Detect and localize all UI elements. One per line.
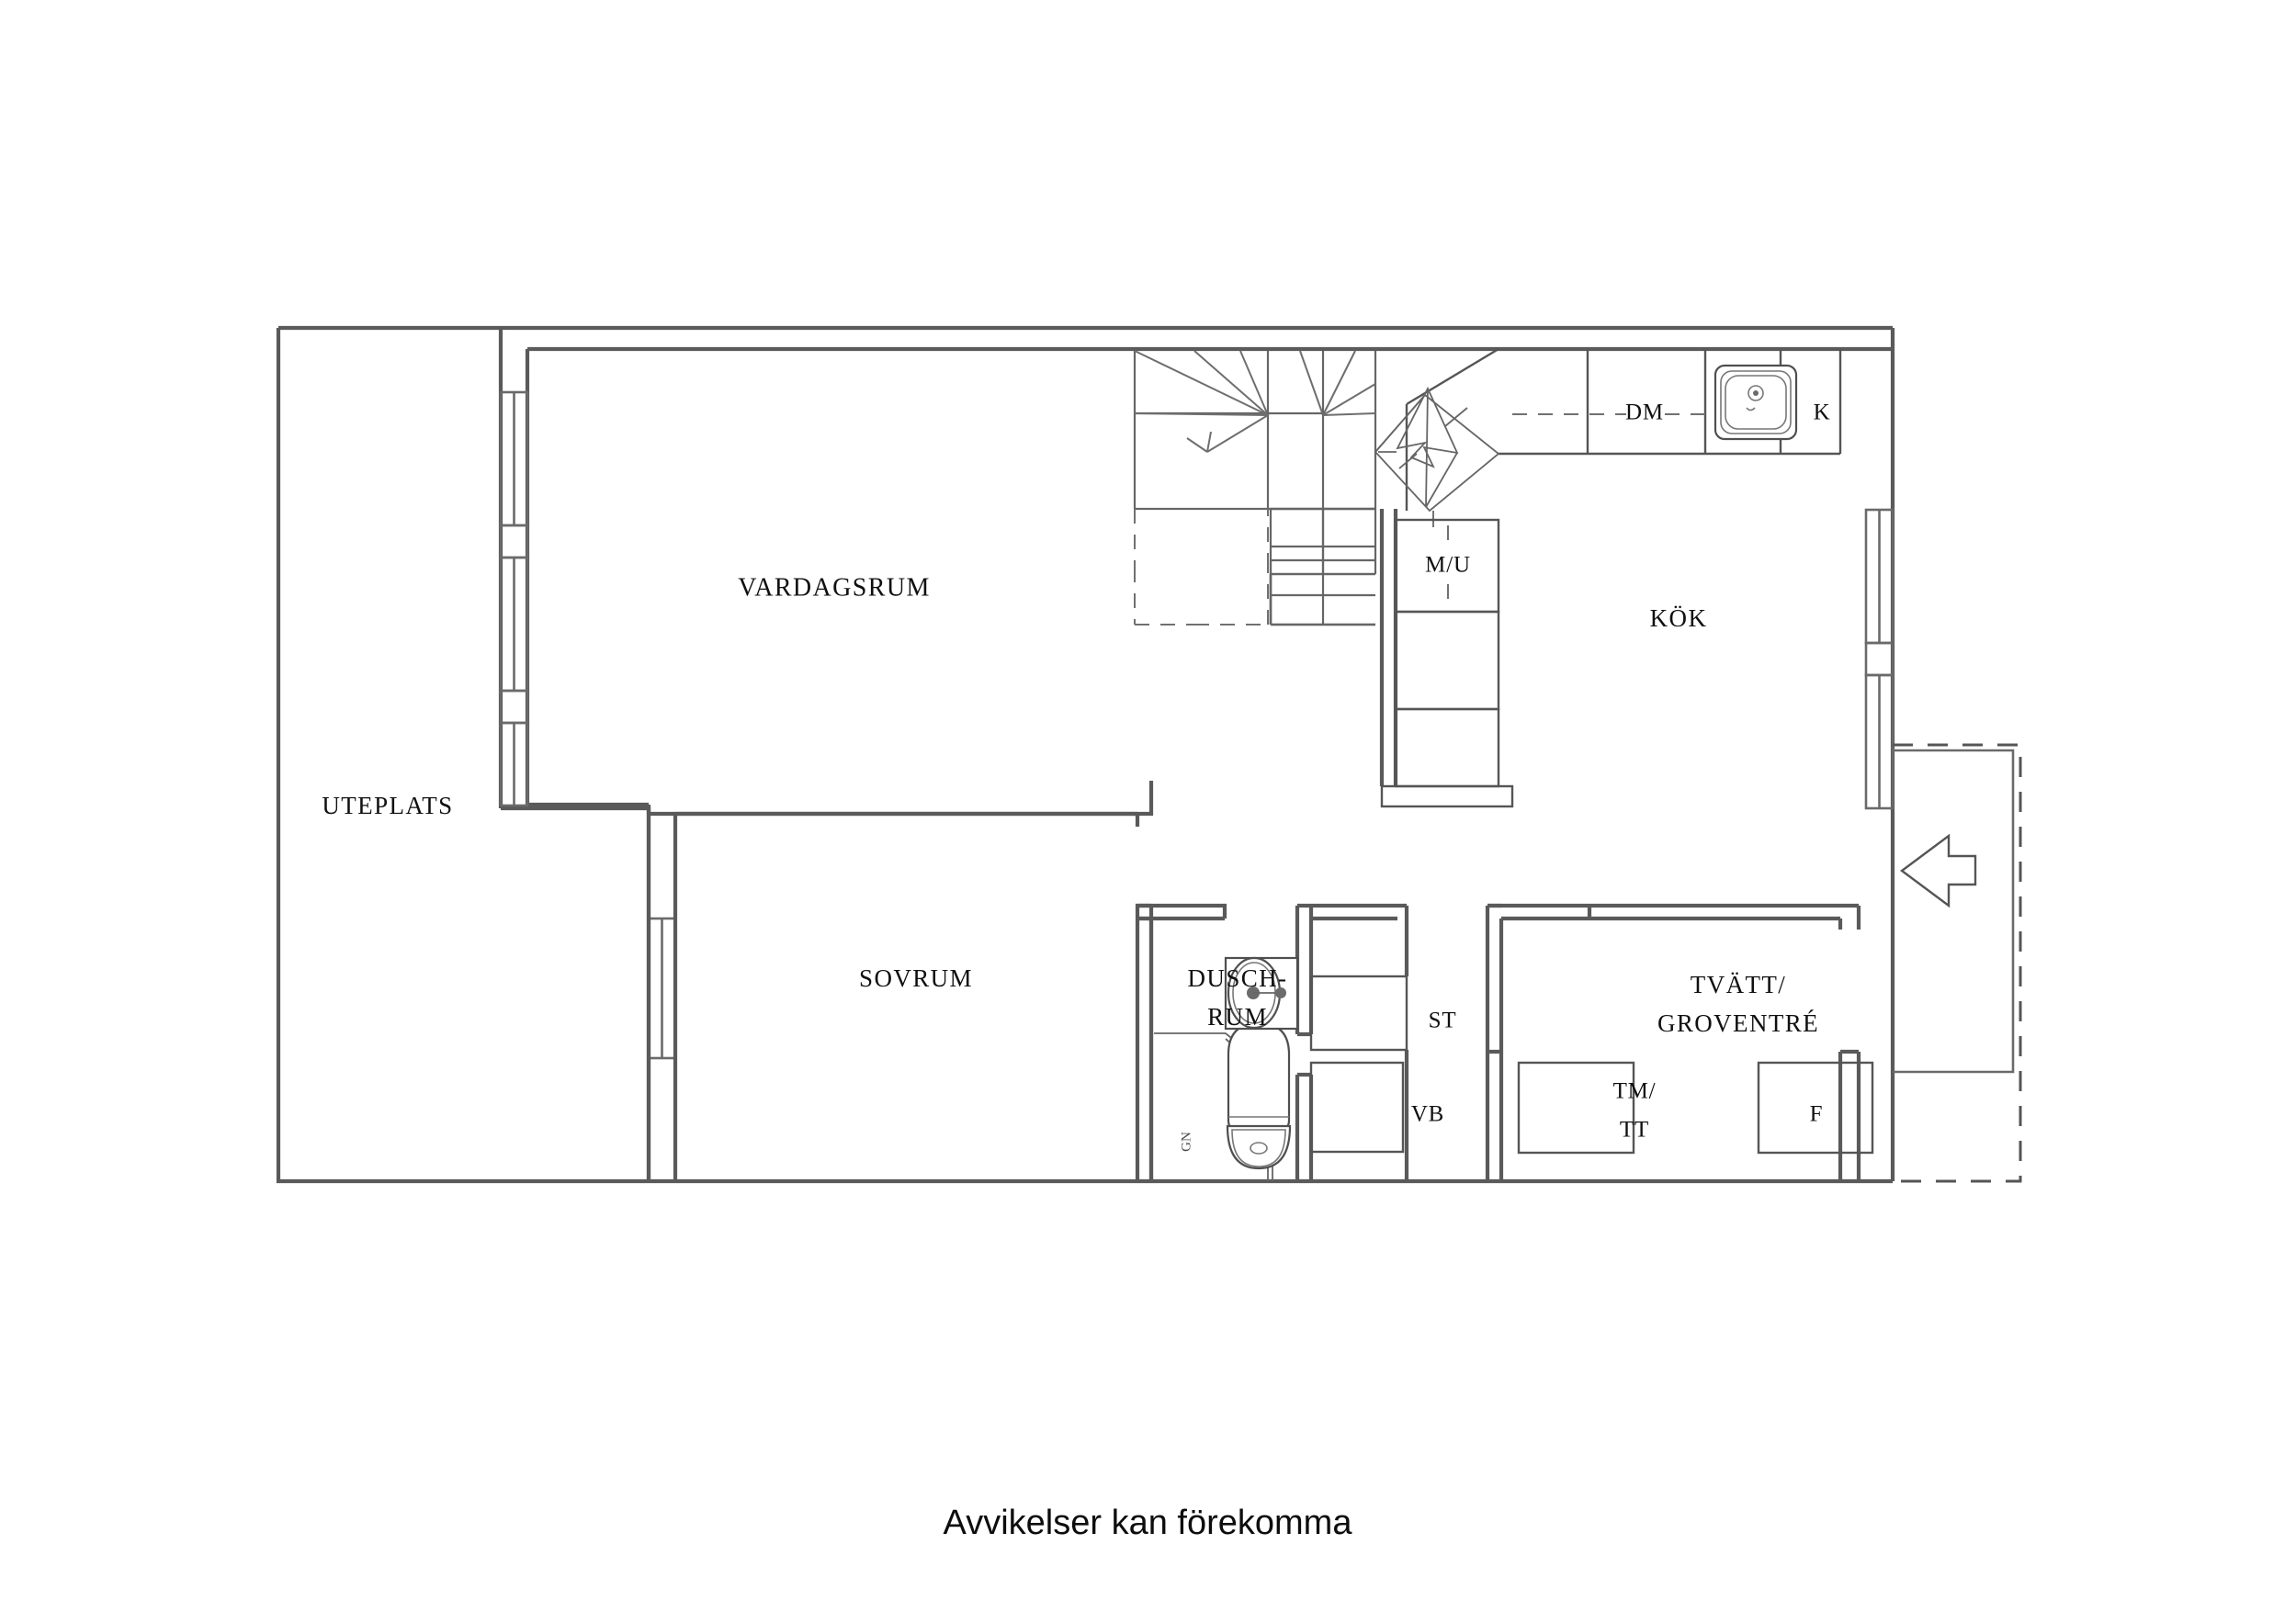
- room-label-duschrum-line1: DUSCH-: [1188, 964, 1288, 992]
- staircase[interactable]: [1133, 350, 1377, 626]
- window-mullion-1: [499, 524, 529, 559]
- corner-carousel-cabinet: [1374, 347, 1500, 527]
- window-vardagsrum-3: [499, 721, 529, 807]
- room-label-duschrum-line2: RUM: [1207, 1003, 1268, 1031]
- room-label-vardagsrum: VARDAGSRUM: [738, 573, 931, 602]
- washbasin-fixture: [1224, 956, 1299, 1031]
- window-vardagsrum-2: [499, 556, 529, 693]
- appliance-labels: DM K M/U ST VB TM/ TT F: [1411, 400, 1831, 1143]
- room-label-tvatt-line2: GROVENTRÉ: [1657, 1009, 1819, 1037]
- building-outer-walls: [501, 325, 1895, 1184]
- floor-drain-mark: GN: [1179, 1132, 1193, 1152]
- vb-unit: [1309, 1050, 1409, 1181]
- cabinet-unit-2: [1394, 610, 1500, 711]
- window-mullion-3: [1864, 641, 1894, 677]
- appliance-label-mu: M/U: [1425, 553, 1471, 578]
- tmtt-appliance: [1517, 1061, 1635, 1155]
- room-label-tvatt-line1: TVÄTT/: [1691, 971, 1786, 998]
- stair-opening-below: [1134, 509, 1269, 626]
- stair-winder-lines: [1134, 350, 1376, 416]
- cabinet-plinth: [1380, 784, 1514, 808]
- window-group-left-bedroom: [647, 917, 677, 1060]
- appliance-label-f: F: [1810, 1102, 1824, 1127]
- room-labels: UTEPLATS VARDAGSRUM KÖK SOVRUM DUSCH- RU…: [322, 573, 1819, 1037]
- tvatt-walls: [1485, 903, 1861, 1181]
- uteplats-outline: [276, 325, 651, 1184]
- room-label-sovrum: SOVRUM: [859, 964, 973, 992]
- window-group-left-livingroom: [499, 390, 529, 807]
- floor-drain-label: GN: [1179, 1132, 1193, 1152]
- stair-direction-arrow: [1186, 414, 1269, 453]
- appliance-label-tmtt-line1: TM/: [1613, 1079, 1657, 1104]
- entrance-arrow[interactable]: [1899, 833, 1977, 908]
- toilet-fixture: [1226, 1021, 1292, 1170]
- window-group-right-kitchen: [1864, 508, 1894, 810]
- entrance-porch: [1893, 743, 2022, 1183]
- room-label-kok: KÖK: [1650, 604, 1708, 632]
- appliance-label-k: K: [1814, 400, 1831, 425]
- sovrum-walls: [646, 781, 1154, 1181]
- sink-basin: [1714, 364, 1798, 441]
- mu-cabinet-column: [1379, 509, 1514, 808]
- footnote-text: Avvikelser kan förekomma: [944, 1504, 1353, 1542]
- window-mullion-2: [499, 689, 529, 725]
- f-appliance: [1757, 1061, 1874, 1155]
- st-closet: [1309, 919, 1409, 1052]
- vardagsrum-left-wall: [525, 346, 1893, 807]
- window-vardagsrum-1: [499, 390, 529, 527]
- appliance-label-st: ST: [1429, 1009, 1457, 1033]
- room-label-uteplats: UTEPLATS: [322, 792, 453, 819]
- appliance-label-vb: VB: [1411, 1102, 1444, 1127]
- cabinet-unit-3: [1394, 707, 1500, 788]
- appliance-label-tmtt-line2: TT: [1620, 1118, 1649, 1143]
- appliance-label-dm: DM: [1625, 400, 1664, 425]
